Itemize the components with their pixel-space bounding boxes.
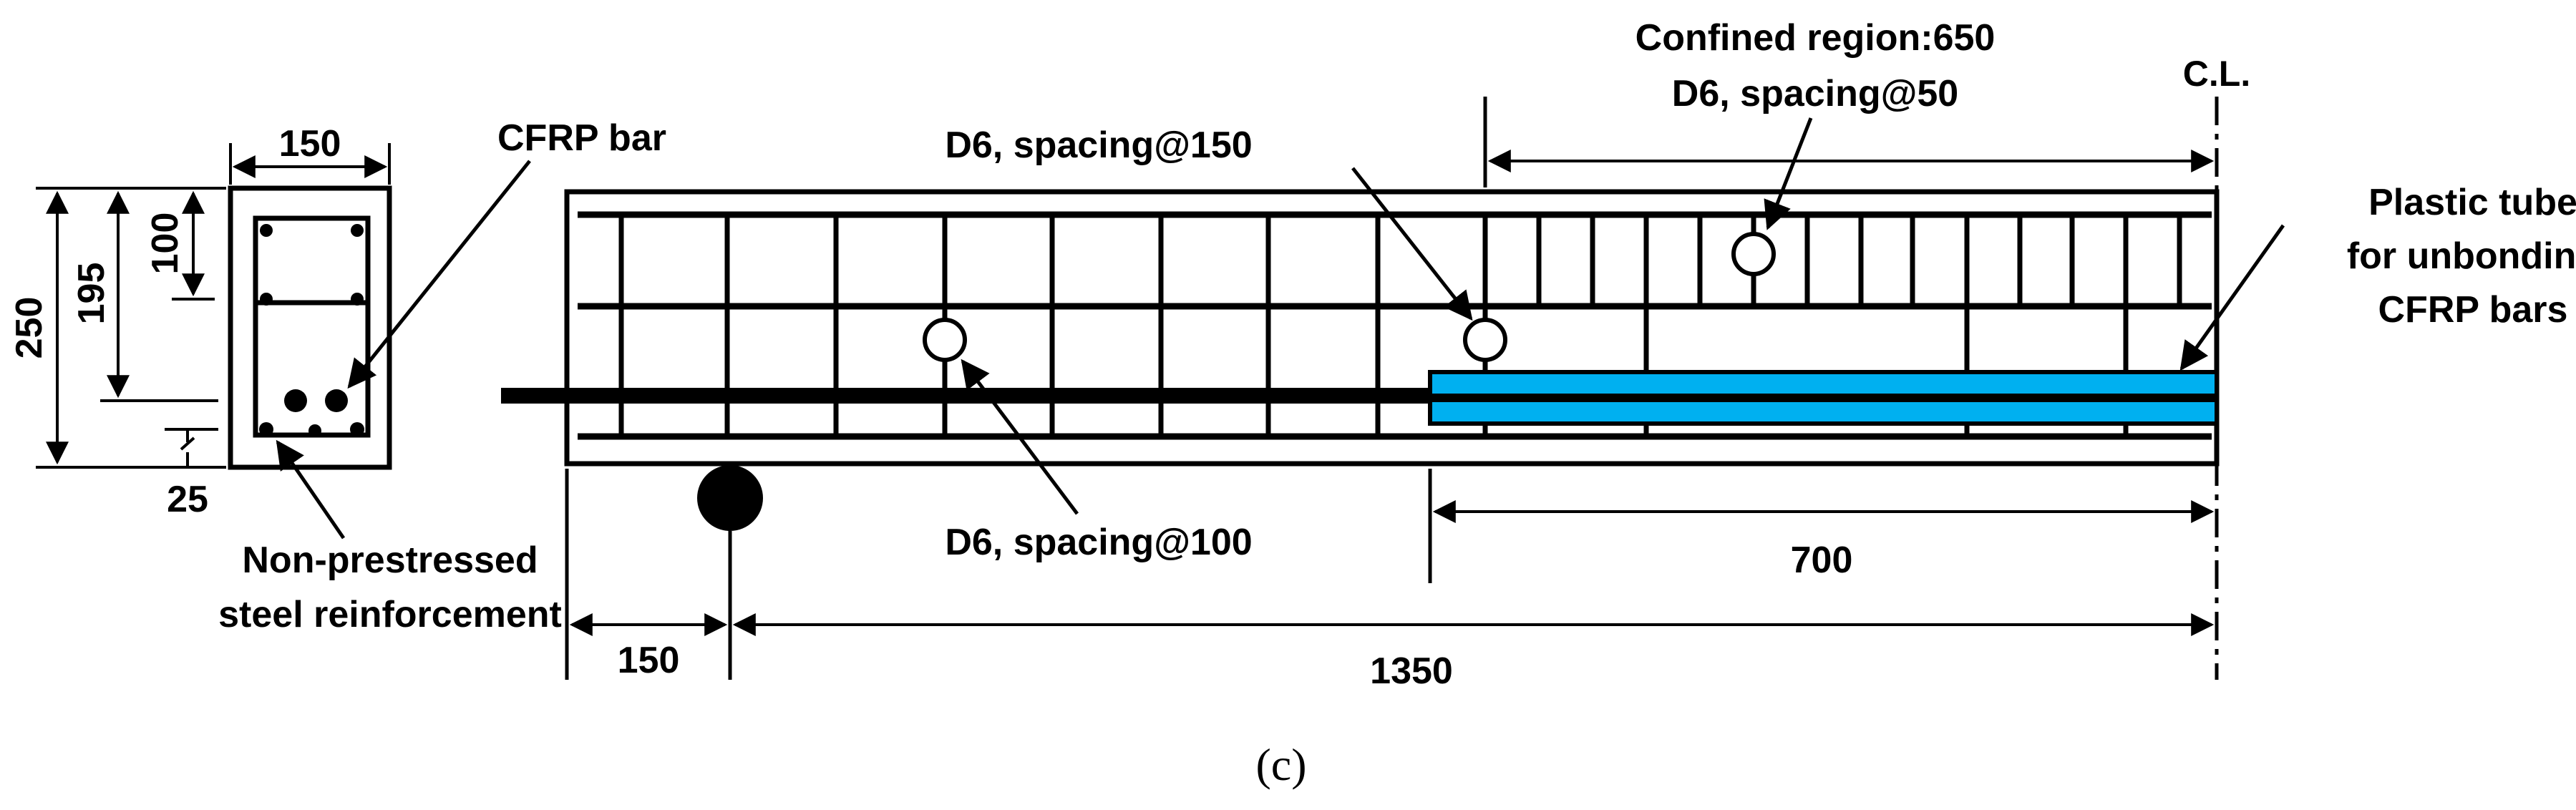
depth-label: 195 (71, 263, 112, 325)
centerline-label: C.L. (2183, 54, 2250, 94)
spacing100-label: D6, spacing@100 (945, 522, 1252, 563)
dim150-label: 150 (618, 640, 680, 681)
spacing100-leader (961, 358, 1079, 515)
mid-left-bar (260, 293, 273, 306)
confined-leader (1764, 117, 1813, 230)
steel-bar-2 (308, 424, 321, 437)
confined-label-line2: D6, spacing@50 (1672, 73, 1958, 114)
tube-leader (2179, 224, 2285, 371)
support-roller (697, 465, 763, 531)
cross-section: 150 250 195 100 25 CFRP bar Non-prestres… (9, 117, 666, 635)
tube-label-line3: CFRP bars (2378, 289, 2568, 331)
lower-stirrup (253, 300, 371, 438)
cover-slash (180, 436, 195, 451)
dim1350-label: 1350 (1370, 650, 1453, 692)
dim700-label: 700 (1791, 540, 1853, 581)
steel-leader (276, 439, 346, 540)
mid-right-bar (351, 293, 364, 306)
steel-label-line1: Non-prestressed (242, 540, 538, 581)
figure-caption: (c) (1255, 739, 1306, 790)
confined-label-line1: Confined region:650 (1635, 17, 1996, 59)
cfrp-bar-right (325, 389, 348, 412)
marker-spacing-50 (1731, 232, 1776, 276)
tube-label-line2: for unbonding (2347, 235, 2576, 277)
tube-label-line1: Plastic tube (2368, 182, 2576, 223)
cfrp-leader (347, 160, 531, 389)
marker-spacing-150 (1463, 318, 1507, 362)
steel-label-line2: steel reinforcement (218, 594, 562, 635)
section-outline (228, 185, 392, 470)
top-label: 100 (145, 213, 186, 275)
beam-elevation: C.L. Confined region:650 D6, spacing@50 … (501, 17, 2576, 692)
marker-spacing-100 (923, 318, 967, 362)
spacing150-label: D6, spacing@150 (945, 125, 1252, 166)
cfrp-bar-label: CFRP bar (497, 117, 666, 159)
stirrups (618, 215, 2182, 436)
height-label: 250 (9, 297, 50, 359)
steel-bar-1 (259, 422, 273, 436)
cover-label: 25 (167, 479, 208, 520)
top-right-bar (351, 224, 364, 237)
width-label: 150 (279, 123, 341, 165)
spacing150-leader (1351, 167, 1473, 321)
cfrp-bar-left (284, 389, 307, 412)
top-left-bar (260, 224, 273, 237)
steel-bar-3 (350, 422, 364, 436)
